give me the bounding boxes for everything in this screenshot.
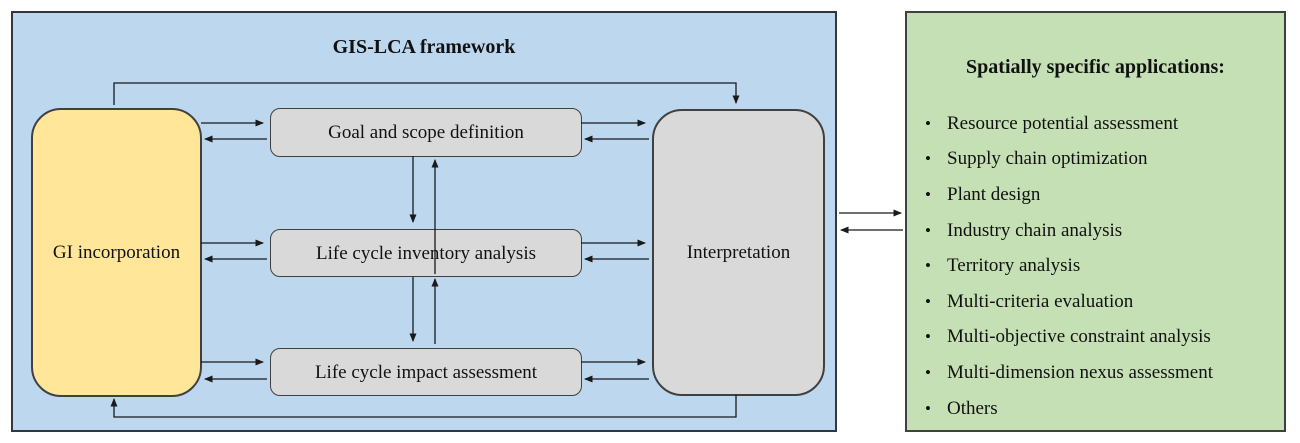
stage-impact-box: Life cycle impact assessment xyxy=(270,348,582,396)
application-item: • Multi-objective constraint analysis xyxy=(919,320,1278,356)
interpretation-label: Interpretation xyxy=(686,242,791,263)
application-label: Multi-criteria evaluation xyxy=(947,290,1134,312)
bullet-icon: • xyxy=(925,113,931,133)
stage-goal-box: Goal and scope definition xyxy=(270,108,582,157)
bullet-icon: • xyxy=(925,398,931,418)
bullet-icon: • xyxy=(925,362,931,382)
interpretation-box: Interpretation xyxy=(652,109,825,396)
framework-title: GIS-LCA framework xyxy=(332,36,516,58)
application-item: • Plant design xyxy=(919,177,1278,213)
application-label: Territory analysis xyxy=(947,255,1081,277)
application-label: Multi-objective constraint analysis xyxy=(947,326,1211,348)
gi-incorporation-label: GI incorporation xyxy=(52,242,181,263)
stage-goal-label: Goal and scope definition xyxy=(328,122,524,143)
applications-list: • Resource potential assessment • Supply c… xyxy=(919,106,1278,426)
application-item: • Multi-criteria evaluation xyxy=(919,284,1278,320)
bullet-icon: • xyxy=(925,149,931,169)
framework-panel: GIS-LCA framework GI incorporation Goal … xyxy=(11,11,837,432)
application-item: • Multi-dimension nexus assessment xyxy=(919,355,1278,391)
application-label: Multi-dimension nexus assessment xyxy=(947,361,1213,383)
application-item: • Industry chain analysis xyxy=(919,213,1278,249)
stage-inventory-label: Life cycle inventory analysis xyxy=(315,242,536,264)
application-label: Industry chain analysis xyxy=(947,219,1123,241)
application-label: Supply chain optimization xyxy=(947,148,1148,170)
stage-inventory-box: Life cycle inventory analysis xyxy=(270,229,582,277)
bullet-icon: • xyxy=(925,184,931,204)
bullet-icon: • xyxy=(925,327,931,347)
application-label: Resource potential assessment xyxy=(947,112,1179,134)
stage-impact-label: Life cycle impact assessment xyxy=(314,361,538,383)
application-item: • Others xyxy=(919,391,1278,427)
bullet-icon: • xyxy=(925,220,931,240)
application-item: • Territory analysis xyxy=(919,248,1278,284)
application-label: Others xyxy=(947,397,998,419)
bullet-icon: • xyxy=(925,256,931,276)
applications-panel: Spatially specific applications: • Resour… xyxy=(905,11,1286,432)
applications-title: Spatially specific applications: xyxy=(966,56,1225,78)
application-label: Plant design xyxy=(947,183,1041,205)
gi-incorporation-box: GI incorporation xyxy=(31,108,202,397)
bullet-icon: • xyxy=(925,291,931,311)
application-item: • Resource potential assessment xyxy=(919,106,1278,142)
application-item: • Supply chain optimization xyxy=(919,142,1278,178)
